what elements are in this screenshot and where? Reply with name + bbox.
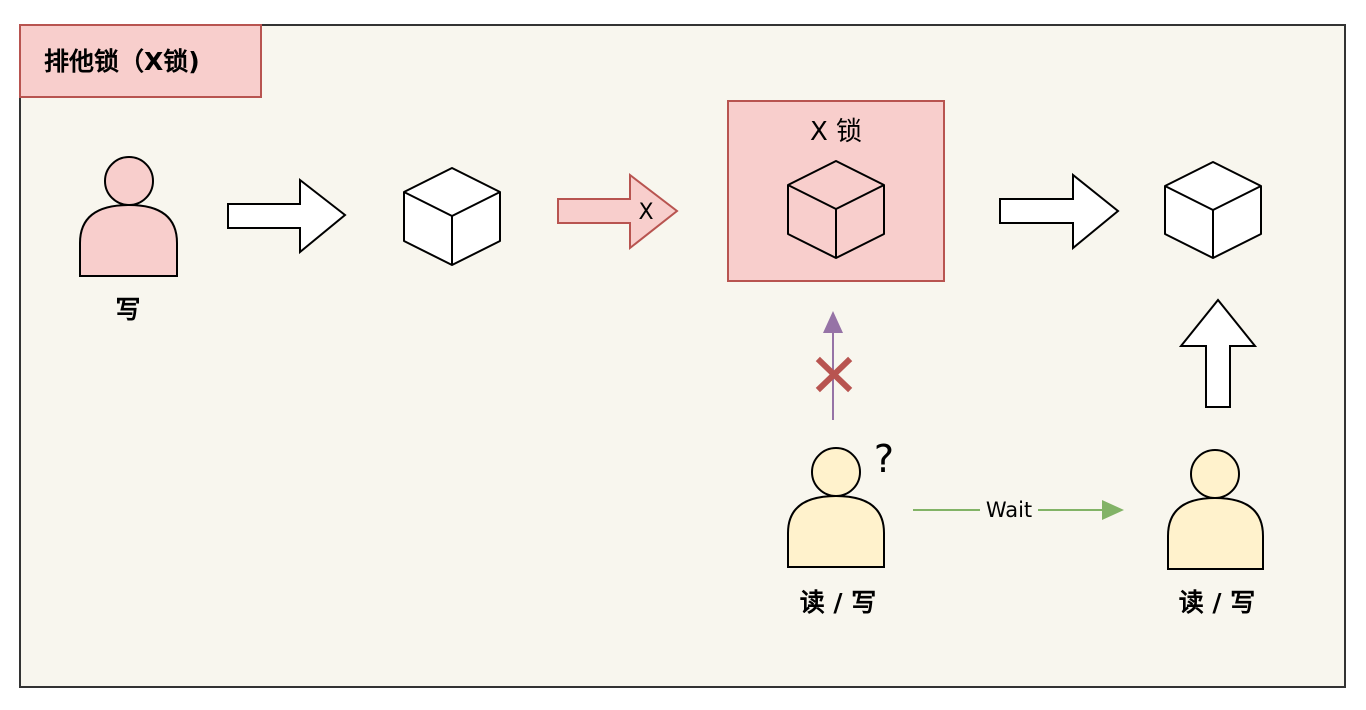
cube-icon	[1164, 161, 1262, 259]
cube-icon	[403, 167, 501, 266]
diagram-title: 排他锁（X锁)	[44, 47, 200, 76]
locked-cube-icon	[787, 160, 885, 259]
wait-label: Wait	[986, 498, 1032, 522]
title-box: 排他锁（X锁)	[19, 24, 262, 98]
locking-arrow-icon	[557, 172, 679, 251]
x-lock-box: X 锁	[727, 100, 945, 282]
writer-person-icon	[79, 156, 178, 277]
arrow-up-icon	[1178, 298, 1258, 408]
waiting-user-label: 读 / 写	[800, 588, 877, 617]
arrow-right-icon	[999, 172, 1120, 251]
waiting-person-icon	[787, 447, 885, 568]
arrow-right-icon	[227, 177, 347, 255]
diagram-frame	[19, 24, 1346, 688]
question-mark: ?	[874, 437, 894, 481]
wait-arrow	[913, 497, 1124, 523]
next-person-icon	[1167, 449, 1264, 570]
lock-box-label: X 锁	[810, 117, 862, 147]
arrow-x-label: X	[638, 200, 653, 225]
cross-icon	[815, 356, 853, 393]
next-user-label: 读 / 写	[1179, 588, 1256, 617]
writer-label: 写	[115, 295, 140, 324]
